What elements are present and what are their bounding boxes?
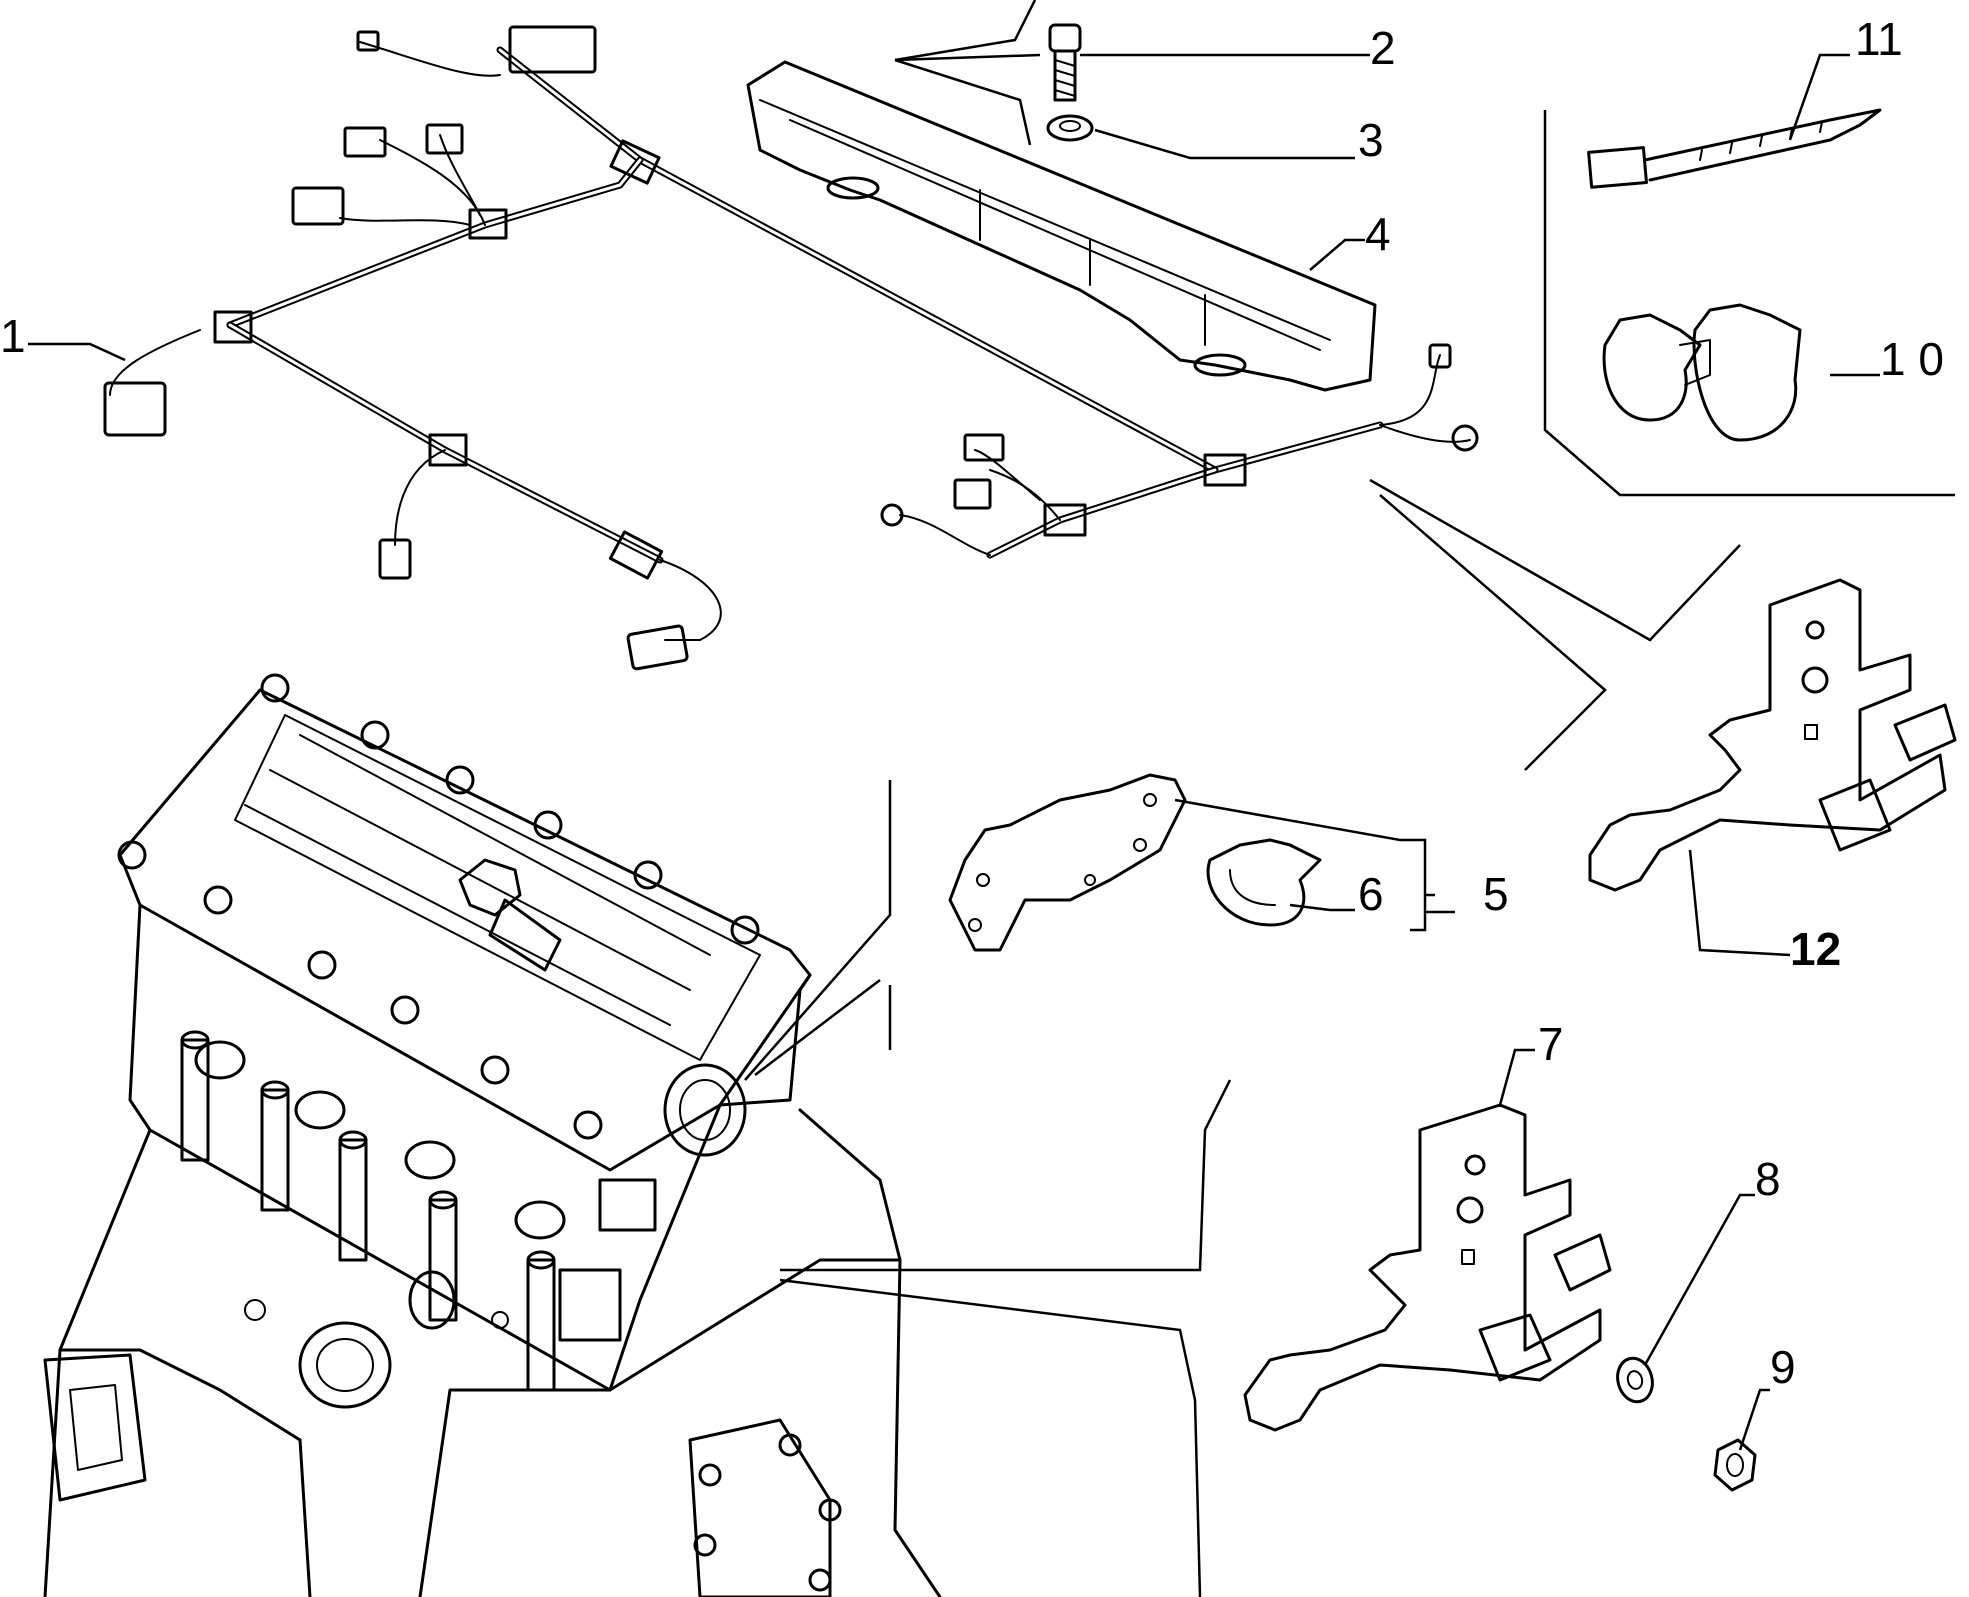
engine-block <box>43 673 942 1597</box>
harness-cover <box>746 60 1377 392</box>
leader-lines <box>28 0 1955 1597</box>
double-clip <box>1602 303 1802 442</box>
callout-1: 1 <box>0 310 26 362</box>
mounting-plate <box>948 773 1187 952</box>
head-bolts <box>117 673 760 1140</box>
callout-10: 1 0 <box>1880 333 1944 385</box>
bolt <box>1048 23 1082 102</box>
callout-12: 12 <box>1790 923 1841 975</box>
callout-4: 4 <box>1365 208 1391 260</box>
callout-11: 11 <box>1855 13 1903 65</box>
washer-small <box>1616 1356 1654 1404</box>
bracket-upper <box>1588 578 1957 892</box>
callout-7: 7 <box>1538 1018 1564 1070</box>
callout-5: 5 <box>1483 868 1509 920</box>
callout-3: 3 <box>1358 114 1384 166</box>
callout-6: 6 <box>1358 868 1384 920</box>
studs <box>180 1030 556 1392</box>
callout-labels: 1 2 3 4 5 6 7 8 9 1 0 11 12 <box>0 13 1944 1393</box>
wiring-harness <box>103 25 1479 671</box>
cable-tie <box>1587 108 1882 189</box>
clip <box>1206 838 1322 927</box>
washer <box>1046 114 1094 142</box>
nut <box>1713 1438 1757 1492</box>
callout-8: 8 <box>1755 1153 1781 1205</box>
callout-2: 2 <box>1370 22 1396 74</box>
callout-9: 9 <box>1770 1341 1796 1393</box>
bracket-lower <box>1243 1103 1612 1432</box>
